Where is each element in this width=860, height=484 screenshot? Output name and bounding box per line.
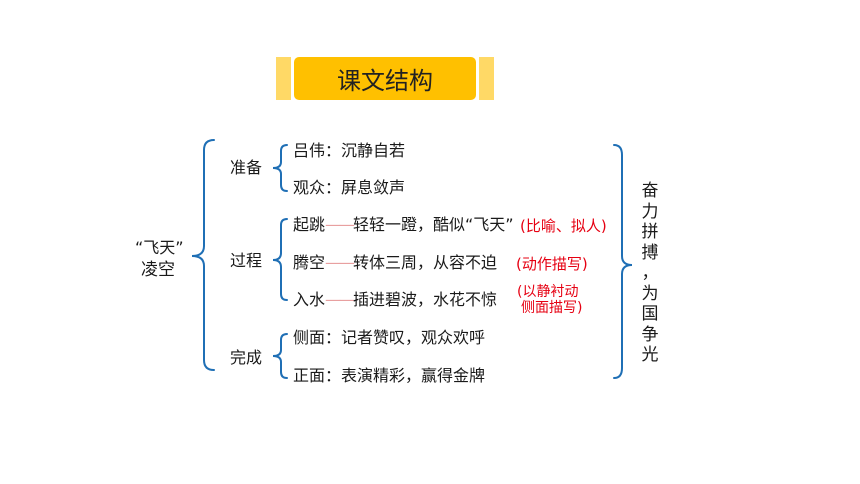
title-side-bar-right bbox=[479, 57, 494, 100]
stage-prepare-label: 准备 bbox=[230, 158, 263, 177]
theme-char: 奋 bbox=[641, 181, 659, 201]
theme-char: 争 bbox=[641, 324, 659, 345]
item-label: 观众 bbox=[293, 178, 326, 197]
page-title: 课文结构 bbox=[294, 57, 476, 100]
item-sep: ： bbox=[325, 141, 342, 160]
theme-char: 拼 bbox=[641, 222, 659, 242]
item-front-view: 正面：表演精彩，赢得金牌 bbox=[293, 366, 485, 386]
theme-vertical-text: 奋 力 拼 搏 ， 为 国 争 光 bbox=[640, 181, 660, 366]
item-dash: —— bbox=[325, 253, 355, 272]
item-sep: ： bbox=[325, 178, 342, 197]
note-metaphor: (比喻、拟人) bbox=[520, 217, 607, 235]
item-text: 转体三周，从容不迫 bbox=[353, 253, 498, 272]
item-label: 起跳 bbox=[293, 215, 326, 234]
item-side-view: 侧面：记者赞叹，观众欢呼 bbox=[293, 328, 485, 348]
item-text: 轻轻一蹬，酷似“飞天” bbox=[353, 215, 514, 234]
item-label: 正面 bbox=[293, 366, 326, 385]
brace-main bbox=[191, 139, 215, 371]
item-label: 入水 bbox=[293, 290, 326, 309]
item-takeoff: 起跳——轻轻一蹬，酷似“飞天” bbox=[293, 215, 514, 235]
brace-finish bbox=[272, 333, 288, 379]
item-luwei: 吕伟：沉静自若 bbox=[293, 141, 405, 161]
root-label-line2: 凌空 bbox=[141, 260, 175, 280]
item-text: 插进碧波，水花不惊 bbox=[353, 290, 498, 309]
title-side-bar-left bbox=[276, 57, 291, 100]
item-dash: —— bbox=[325, 290, 355, 309]
note-contrast-line1: (以静衬动 bbox=[517, 284, 579, 300]
theme-char: 力 bbox=[641, 201, 659, 222]
item-airborne: 腾空——转体三周，从容不迫 bbox=[293, 253, 497, 273]
note-contrast-line2: 侧面描写) bbox=[521, 300, 583, 316]
theme-char: 光 bbox=[641, 345, 659, 365]
note-action: (动作描写) bbox=[516, 255, 588, 273]
theme-char: 为 bbox=[641, 283, 659, 304]
stage-process-label: 过程 bbox=[230, 251, 263, 270]
item-text: 沉静自若 bbox=[341, 141, 406, 160]
root-label-line1: “飞天” bbox=[135, 238, 184, 257]
brace-right bbox=[613, 144, 633, 379]
item-label: 吕伟 bbox=[293, 141, 326, 160]
item-sep: ： bbox=[325, 328, 342, 347]
item-label: 腾空 bbox=[293, 253, 326, 272]
item-text: 记者赞叹，观众欢呼 bbox=[341, 328, 486, 347]
theme-char: 搏 bbox=[641, 242, 659, 263]
theme-char: ， bbox=[641, 263, 659, 283]
title-banner: 课文结构 bbox=[276, 57, 494, 100]
stage-finish-label: 完成 bbox=[230, 348, 263, 367]
item-audience: 观众：屏息敛声 bbox=[293, 178, 405, 198]
item-label: 侧面 bbox=[293, 328, 326, 347]
item-text: 表演精彩，赢得金牌 bbox=[341, 366, 486, 385]
item-sep: ： bbox=[325, 366, 342, 385]
brace-prepare bbox=[272, 144, 288, 192]
theme-char: 国 bbox=[641, 304, 659, 324]
item-dash: —— bbox=[325, 215, 355, 234]
item-entry: 入水——插进碧波，水花不惊 bbox=[293, 290, 497, 310]
item-text: 屏息敛声 bbox=[341, 178, 406, 197]
brace-process bbox=[272, 218, 288, 301]
